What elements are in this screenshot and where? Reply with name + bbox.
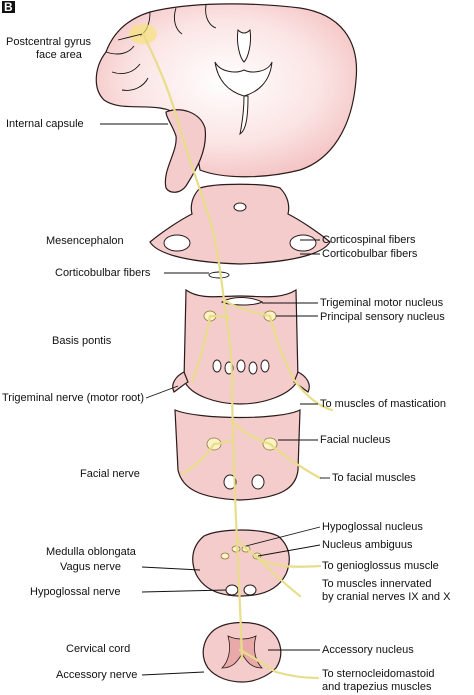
- label-facial-nucleus: Facial nucleus: [320, 434, 391, 446]
- leader-lines: [100, 33, 330, 676]
- label-vagus-nerve: Vagus nerve: [60, 561, 121, 573]
- label-corticobulbar-fibers-left: Corticobulbar fibers: [55, 267, 151, 279]
- panel-letter: B: [2, 0, 15, 14]
- pons-section: [172, 288, 310, 405]
- label-to-muscles-innervated-2: by cranial nerves IX and X: [322, 591, 451, 603]
- corticobulbar-tract: [141, 32, 334, 680]
- label-to-facial-muscles: To facial muscles: [332, 472, 416, 484]
- label-accessory-nerve: Accessory nerve: [56, 669, 138, 681]
- cortex-outline: [95, 3, 358, 178]
- label-to-sternocleidomastoid-2: and trapezius muscles: [322, 681, 432, 693]
- label-corticospinal-fibers: Corticospinal fibers: [322, 234, 416, 246]
- label-face-area: face area: [36, 49, 82, 61]
- label-internal-capsule: Internal capsule: [6, 118, 84, 130]
- label-trigeminal-nerve: Trigeminal nerve (motor root): [2, 392, 145, 404]
- medulla-section: [192, 529, 290, 597]
- label-to-genioglossus: To genioglossus muscle: [322, 560, 439, 572]
- corticobulbar-fiber-loop: [208, 271, 230, 279]
- label-facial-nerve: Facial nerve: [80, 468, 140, 480]
- label-cervical-cord: Cervical cord: [66, 643, 131, 655]
- label-postcentral-gyrus: Postcentral gyrus: [6, 36, 91, 48]
- label-accessory-nucleus: Accessory nucleus: [322, 644, 414, 656]
- lower-pons-section: [174, 409, 301, 501]
- label-medulla-oblongata: Medulla oblongata: [46, 546, 136, 558]
- cerebral-section: [95, 3, 358, 193]
- label-trigeminal-motor-nucleus: Trigeminal motor nucleus: [320, 297, 444, 309]
- label-hypoglossal-nucleus: Hypoglossal nucleus: [322, 521, 423, 533]
- label-principal-sensory-nucleus: Principal sensory nucleus: [320, 311, 445, 323]
- label-basis-pontis: Basis pontis: [52, 335, 112, 347]
- internal-capsule: [164, 109, 207, 193]
- label-to-muscles-innervated-1: To muscles innervated: [322, 578, 432, 590]
- label-to-muscles-mastication: To muscles of mastication: [320, 398, 446, 410]
- label-corticobulbar-fibers-right: Corticobulbar fibers: [322, 248, 418, 260]
- label-nucleus-ambiguus: Nucleus ambiguus: [322, 539, 413, 551]
- mesencephalon-section: [149, 183, 331, 265]
- label-to-sternocleidomastoid-1: To sternocleidomastoid: [322, 668, 435, 680]
- label-hypoglossal-nerve: Hypoglossal nerve: [30, 586, 121, 598]
- lateral-ventricle: [214, 61, 273, 97]
- label-mesencephalon: Mesencephalon: [46, 235, 124, 247]
